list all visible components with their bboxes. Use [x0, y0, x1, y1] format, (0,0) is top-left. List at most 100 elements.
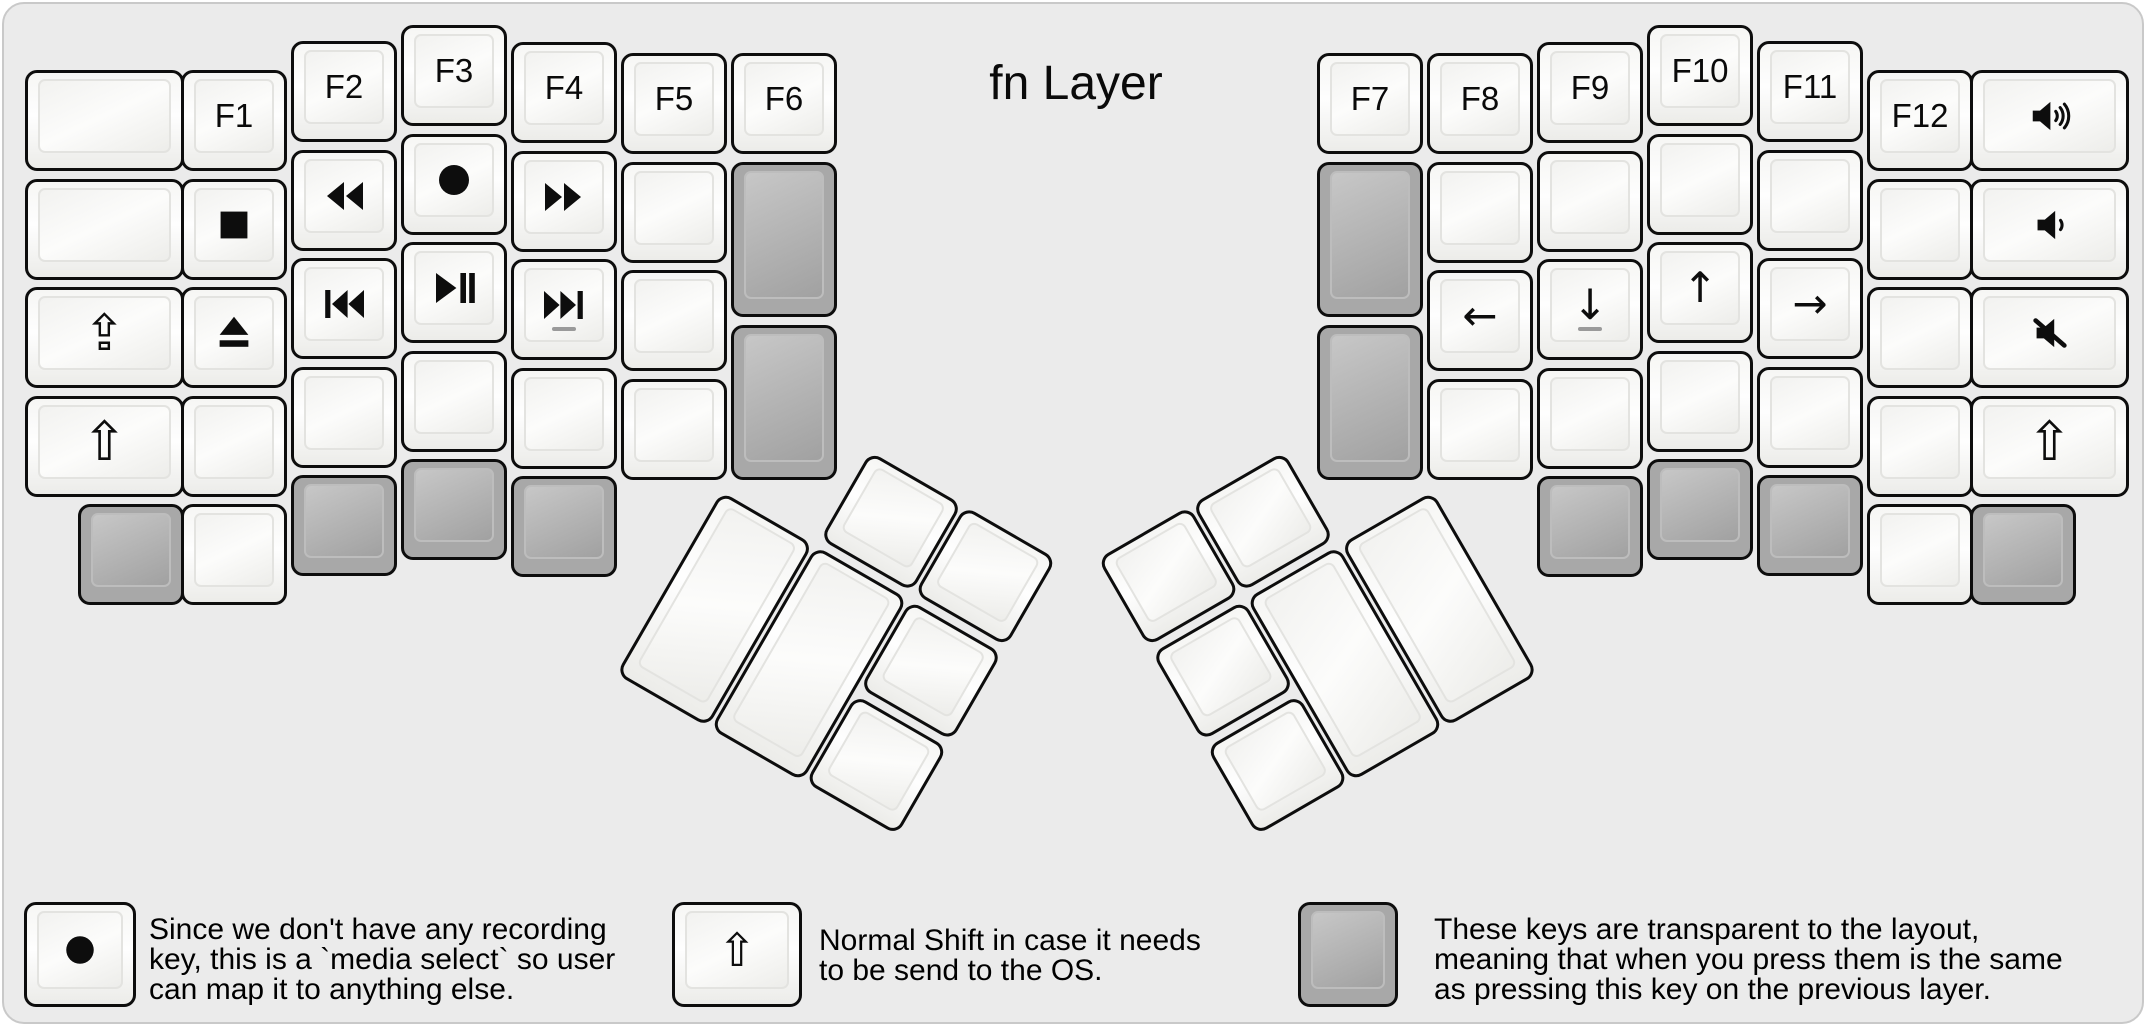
caps-shift-icon: ⇪ — [83, 304, 126, 362]
legend-line: Since we don't have any recording — [149, 913, 607, 946]
key-transparent — [1757, 475, 1863, 576]
key-blank — [1867, 287, 1973, 388]
key-label: F3 — [434, 52, 474, 89]
next-track-icon — [540, 281, 588, 329]
key-blank — [1757, 367, 1863, 468]
key-label: F8 — [1460, 80, 1500, 117]
legend-text-record: Since we don't have any recording key, t… — [149, 915, 615, 1005]
key-blank — [181, 396, 287, 497]
key-label: F1 — [214, 97, 254, 134]
key-record — [401, 134, 507, 235]
key-fast-forward — [511, 151, 617, 252]
legend-line: meaning that when you press them is the … — [1434, 943, 2063, 976]
homing-bar — [1578, 327, 1602, 331]
prev-track-icon — [320, 280, 368, 328]
eject-icon — [211, 310, 257, 356]
key-transparent — [78, 504, 184, 605]
legend-text-transparent: These keys are transparent to the layout… — [1434, 915, 2063, 1005]
key-transparent — [1970, 504, 2076, 605]
key-transparent — [731, 162, 837, 317]
key-rewind — [291, 150, 397, 251]
key-f9: F9 — [1537, 42, 1643, 143]
key-f3: F3 — [401, 25, 507, 126]
key-blank — [1427, 162, 1533, 263]
key-stop — [181, 179, 287, 280]
legend-line: These keys are transparent to the layout… — [1434, 913, 1980, 946]
key-blank — [1537, 368, 1643, 469]
key-label: F7 — [1350, 80, 1390, 117]
key-f6: F6 — [731, 53, 837, 154]
legend-line: as pressing this key on the previous lay… — [1434, 973, 1991, 1006]
key-transparent — [1317, 162, 1423, 317]
legend-line: can map it to anything else. — [149, 973, 515, 1006]
key-legend-shift: ⇧ — [672, 902, 802, 1007]
play-pause-icon — [430, 264, 478, 312]
key-legend-record — [24, 902, 136, 1007]
legend-line: Normal Shift in case it needs — [819, 924, 1201, 957]
arrow-left-icon: ← — [1462, 291, 1498, 340]
key-transparent — [1537, 476, 1643, 577]
layer-title: fn Layer — [989, 57, 1163, 110]
key-label: F11 — [1782, 68, 1838, 105]
key-label: F12 — [1891, 97, 1949, 134]
key-transparent — [291, 475, 397, 576]
legend-line: to be send to the OS. — [819, 954, 1103, 987]
legend-shift-icon: ⇧ — [717, 923, 757, 977]
key-label: F6 — [764, 80, 804, 117]
key-prev-track — [291, 258, 397, 359]
key-label: F5 — [654, 80, 694, 117]
key-blank — [25, 70, 184, 171]
key-arrow-up: ↑ — [1647, 242, 1753, 343]
key-blank — [1867, 396, 1973, 497]
key-volume-up — [1970, 70, 2129, 171]
key-transparent — [511, 476, 617, 577]
key-blank — [1647, 351, 1753, 452]
mute-icon — [2027, 310, 2073, 356]
key-blank — [291, 367, 397, 468]
stop-icon — [211, 202, 257, 248]
key-f2: F2 — [291, 41, 397, 142]
key-f5: F5 — [621, 53, 727, 154]
shift-icon: ⇧ — [2026, 410, 2073, 473]
key-blank — [621, 379, 727, 480]
key-blank — [1427, 379, 1533, 480]
arrow-right-icon: → — [1792, 279, 1828, 328]
key-blank — [511, 368, 617, 469]
key-blank — [181, 504, 287, 605]
key-transparent — [1317, 325, 1423, 480]
key-mute — [1970, 287, 2129, 388]
key-blank — [1537, 151, 1643, 252]
key-blank — [1757, 150, 1863, 251]
key-legend-transparent — [1298, 902, 1398, 1007]
key-blank — [1867, 504, 1973, 605]
key-f10: F10 — [1647, 25, 1753, 126]
key-blank — [621, 270, 727, 371]
key-f4: F4 — [511, 42, 617, 143]
homing-bar — [552, 327, 576, 331]
rewind-icon — [320, 172, 368, 220]
key-f7: F7 — [1317, 53, 1423, 154]
key-f11: F11 — [1757, 41, 1863, 142]
key-arrow-left: ← — [1427, 270, 1533, 371]
key-caps-shift: ⇪ — [25, 287, 184, 388]
key-transparent — [401, 459, 507, 560]
key-f12: F12 — [1867, 70, 1973, 171]
key-blank — [1867, 179, 1973, 280]
key-transparent — [731, 325, 837, 480]
key-blank — [401, 351, 507, 452]
key-label: F2 — [324, 68, 364, 105]
key-volume-down — [1970, 179, 2129, 280]
legend-line: key, this is a `media select` so user — [149, 943, 616, 976]
key-arrow-down: ↓ — [1537, 259, 1643, 360]
volume-down-icon — [2027, 202, 2073, 248]
legend-text-shift: Normal Shift in case it needs to be send… — [819, 926, 1201, 986]
key-arrow-right: → — [1757, 258, 1863, 359]
volume-up-icon — [2027, 93, 2073, 139]
key-label: F4 — [544, 69, 584, 106]
key-shift: ⇧ — [25, 396, 184, 497]
arrow-up-icon: ↑ — [1682, 263, 1718, 312]
key-f1: F1 — [181, 70, 287, 171]
key-transparent — [1647, 459, 1753, 560]
key-f8: F8 — [1427, 53, 1533, 154]
key-blank — [25, 179, 184, 280]
